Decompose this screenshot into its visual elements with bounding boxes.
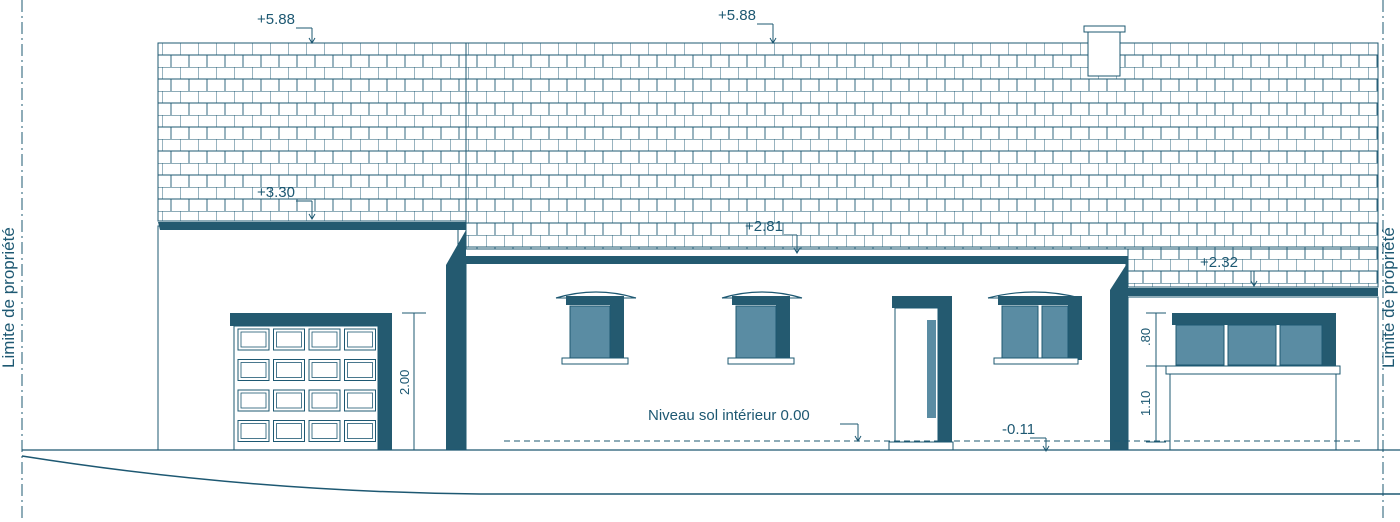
garage-door-panel xyxy=(344,328,376,351)
garage-door-panel-inner xyxy=(311,362,338,378)
garage-door-panel-inner xyxy=(276,423,302,439)
garage-door-panel-inner xyxy=(240,362,267,378)
main-right-pier xyxy=(1110,262,1128,450)
window-3-sill xyxy=(993,357,1079,365)
window-1-sill xyxy=(561,357,629,365)
elev-marker-ridge-main: +5.88 xyxy=(718,7,777,44)
roof-garage xyxy=(157,42,467,222)
annex-window-height-label: .80 xyxy=(1138,328,1153,346)
ground-profile xyxy=(21,455,1400,495)
annex-sill-height-label: 1.10 xyxy=(1138,391,1153,416)
svg-text:+3.30: +3.30 xyxy=(257,184,295,201)
garage-door-panel-inner xyxy=(347,423,373,439)
garage-door-panel-inner xyxy=(347,362,373,378)
svg-text:+2.81: +2.81 xyxy=(745,218,783,235)
garage-door-panel xyxy=(344,389,376,412)
entry-door-glass-strip xyxy=(927,320,936,418)
garage-door-panel xyxy=(308,328,341,351)
garage-main-pier xyxy=(446,230,466,450)
garage-door-panel xyxy=(273,359,305,381)
window-3-double xyxy=(987,291,1082,365)
window-3-glass-right xyxy=(1041,305,1069,361)
svg-text:-0.11: -0.11 xyxy=(1002,421,1035,438)
garage-door-panel xyxy=(308,359,341,381)
elev-marker-garage-eave: +3.30 xyxy=(257,184,316,220)
svg-text:+5.88: +5.88 xyxy=(257,11,295,28)
garage-door-panel xyxy=(308,420,341,442)
garage-door-panel xyxy=(273,328,305,351)
entry-door xyxy=(888,296,954,451)
garage-door-panel-inner xyxy=(276,392,302,409)
chimney-cap xyxy=(1083,25,1126,33)
main-eave-band xyxy=(466,256,1128,264)
window-1-glass xyxy=(569,305,611,361)
elev-marker-main-eave: +2.81 xyxy=(745,218,801,254)
property-limit-label-left: Limite de propriété xyxy=(0,227,18,368)
garage-door-panel-inner xyxy=(240,331,267,348)
window-annex-glass-3 xyxy=(1279,324,1323,366)
garage-door-panel-inner xyxy=(347,392,373,409)
exterior-level-marker: -0.11 xyxy=(1002,421,1050,452)
garage-eave-band xyxy=(158,222,466,230)
roof-right-annex xyxy=(1127,248,1379,288)
window-annex-glass-2 xyxy=(1227,324,1277,366)
elev-marker-ridge-left: +5.88 xyxy=(257,11,316,44)
garage-door-panel xyxy=(237,328,270,351)
window-2-sill xyxy=(727,357,795,365)
garage-door-panel-inner xyxy=(347,331,373,348)
property-limit-label-right: Limite de propriété xyxy=(1379,227,1398,368)
right-eave-band xyxy=(1128,288,1378,296)
garage-door-panel-inner xyxy=(311,392,338,409)
window-3-glass-left xyxy=(1001,305,1039,361)
garage-door-panel xyxy=(308,389,341,412)
window-annex-glass-1 xyxy=(1175,324,1225,366)
garage-door-panel xyxy=(344,420,376,442)
garage-door-panels xyxy=(237,328,376,442)
window-annex-triple xyxy=(1165,313,1341,450)
entry-door-step xyxy=(888,441,954,451)
chimney xyxy=(1087,31,1121,77)
window-annex-sill xyxy=(1165,365,1341,375)
garage-door-panel-inner xyxy=(240,423,267,439)
garage-door-panel xyxy=(237,420,270,442)
elev-marker-right-eave: +2.32 xyxy=(1200,254,1258,287)
svg-text:+2.32: +2.32 xyxy=(1200,254,1238,271)
window-2-glass xyxy=(735,305,777,361)
garage-door-panel-inner xyxy=(276,331,302,348)
garage-door-panel-inner xyxy=(240,392,267,409)
window-1-lintel xyxy=(555,291,637,299)
svg-text:+5.88: +5.88 xyxy=(718,7,756,24)
garage-door-panel xyxy=(237,389,270,412)
window-1 xyxy=(555,291,637,365)
garage-door-panel xyxy=(344,359,376,381)
svg-text:Niveau sol intérieur 0.00: Niveau sol intérieur 0.00 xyxy=(648,407,810,424)
garage-door-panel xyxy=(237,359,270,381)
garage-door-panel-inner xyxy=(276,362,302,378)
roof-main xyxy=(465,42,1379,250)
garage-door-panel-inner xyxy=(311,331,338,348)
garage-door-jamb xyxy=(378,313,392,450)
garage-door-panel xyxy=(273,420,305,442)
garage-door-header xyxy=(230,313,392,326)
window-2 xyxy=(721,291,803,365)
garage-door-height-label: 2.00 xyxy=(397,370,412,395)
garage-door-panel-inner xyxy=(311,423,338,439)
floor-level-marker: Niveau sol intérieur 0.00 xyxy=(648,407,862,442)
garage-door-panel xyxy=(273,389,305,412)
